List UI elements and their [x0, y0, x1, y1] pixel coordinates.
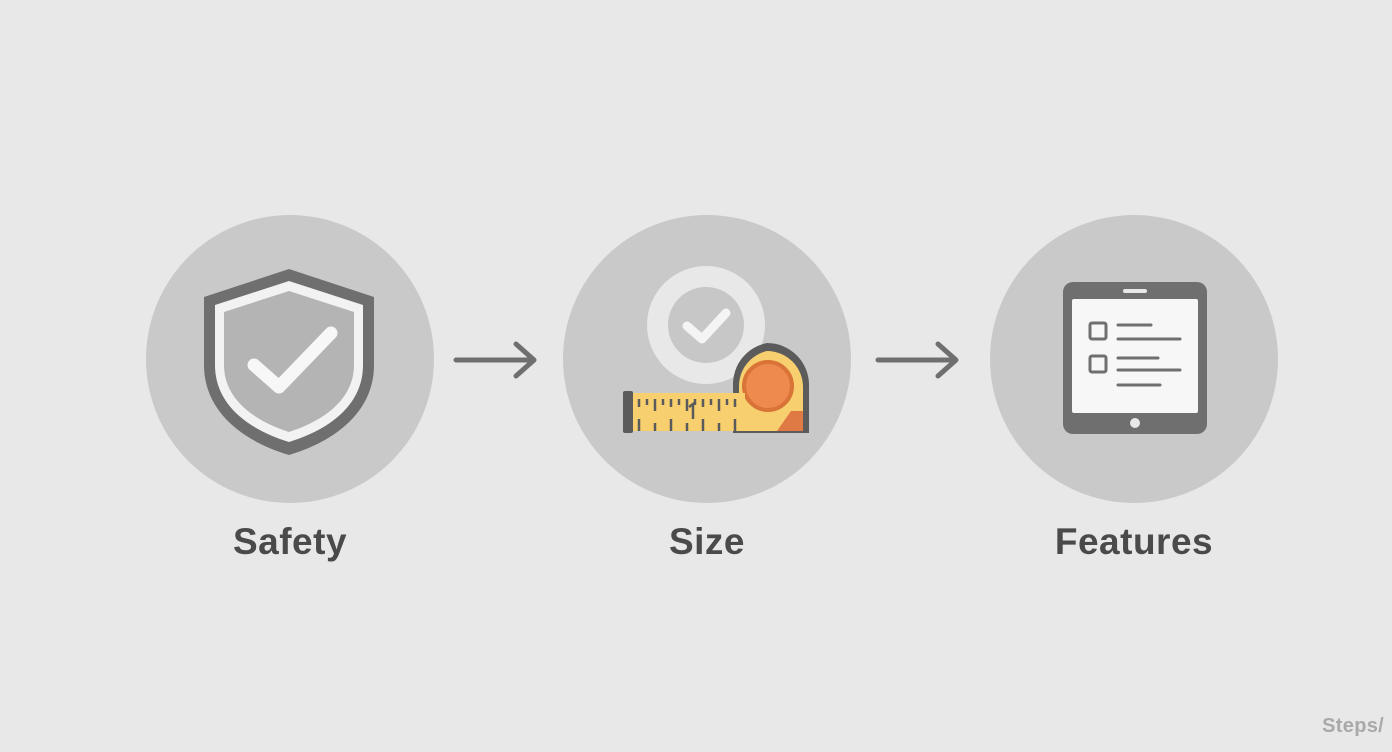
- step-size: Size: [547, 215, 867, 563]
- step-circle: [990, 215, 1278, 503]
- step-label-features: Features: [1054, 521, 1214, 562]
- arrow-right-icon: [453, 341, 537, 379]
- tablet-checklist-icon: [1063, 282, 1207, 434]
- step-safety: Safety: [130, 215, 450, 563]
- arrow-right-icon: [875, 341, 959, 379]
- step-label-size: Size: [668, 521, 746, 562]
- step-circle: [563, 215, 851, 503]
- step-circle: [146, 215, 434, 503]
- step-features: Features: [974, 215, 1294, 563]
- watermark: Steps/: [1322, 715, 1384, 737]
- step-label-safety: Safety: [232, 521, 348, 562]
- tape-measure-check-icon: [623, 266, 809, 433]
- shield-check-icon: [204, 269, 374, 455]
